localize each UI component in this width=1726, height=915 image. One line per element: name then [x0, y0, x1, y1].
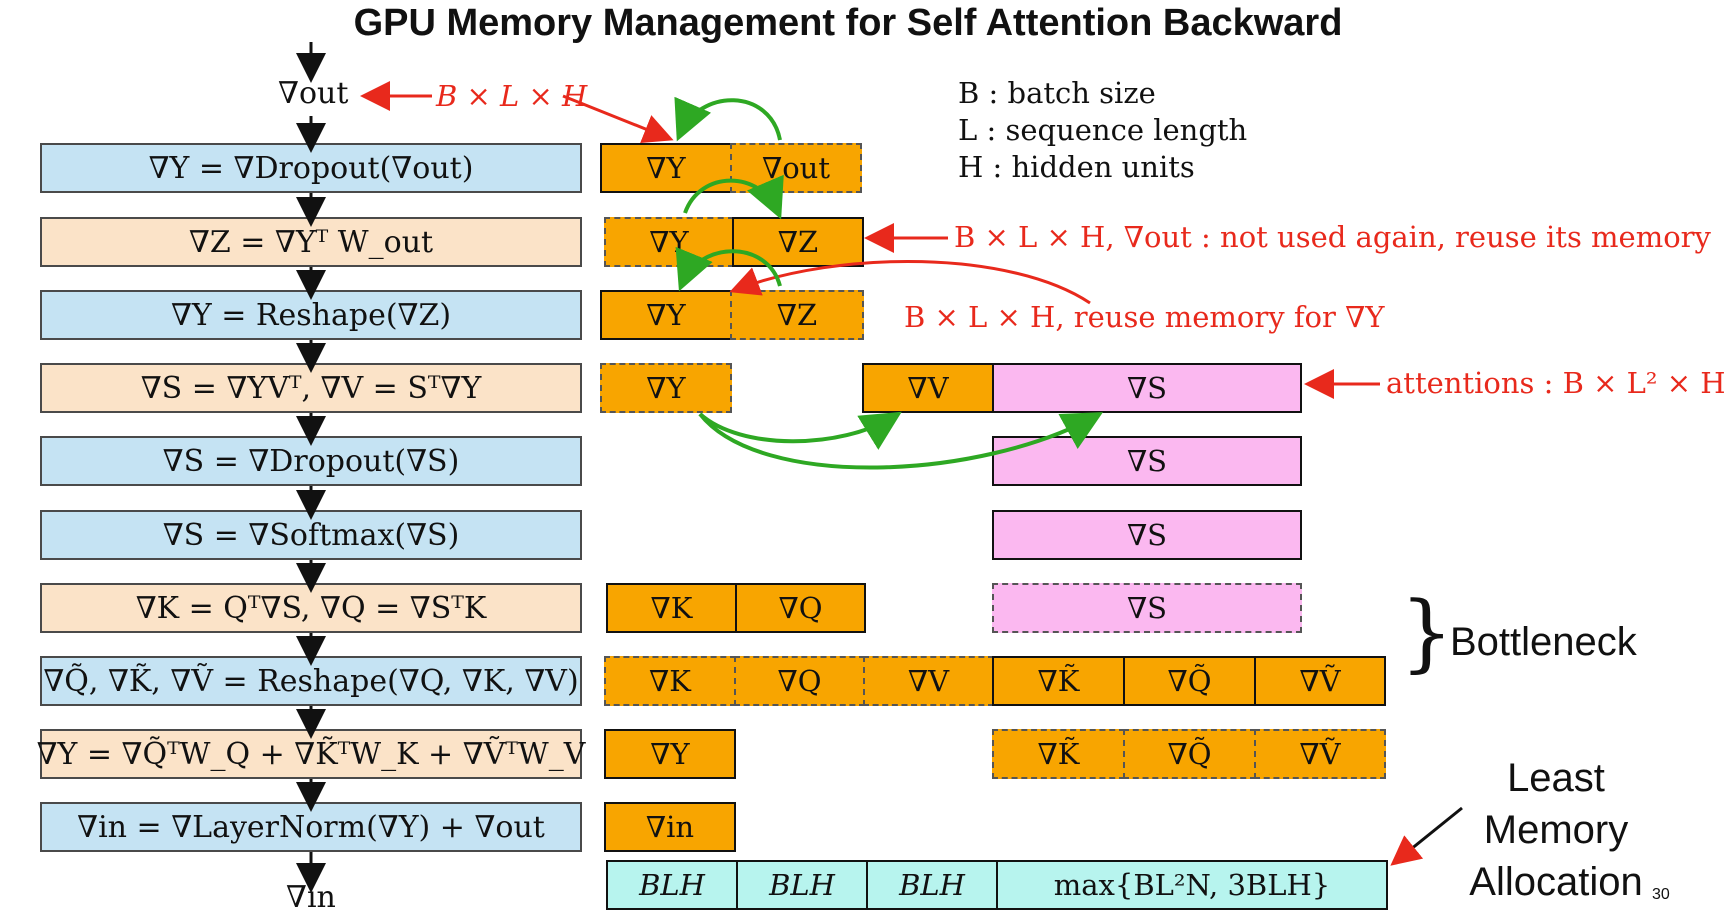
- mem-grad-k: ∇K: [604, 656, 736, 706]
- mem-grad-s: ∇S: [992, 583, 1302, 633]
- bottleneck-brace: }: [1400, 583, 1454, 681]
- least-memory-line-3: Allocation: [1469, 860, 1643, 904]
- mem-grad-k-tilde: ∇K̃: [992, 729, 1125, 779]
- diagram-title: GPU Memory Management for Self Attention…: [353, 2, 1343, 44]
- annotation-reuse-out: B × L × H, ∇out : not used again, reuse …: [954, 220, 1711, 254]
- green-arrow-y-to-v: [698, 411, 902, 450]
- annotation-attentions: attentions : B × L² × H: [1386, 366, 1726, 400]
- bottleneck-label: Bottleneck: [1450, 620, 1637, 664]
- mem-grad-z: ∇Z: [730, 290, 864, 340]
- mem-grad-v-tilde: ∇Ṽ: [1254, 729, 1386, 779]
- green-arrows: [674, 96, 1104, 470]
- mem-grad-q-tilde: ∇Q̃: [1123, 729, 1256, 779]
- mem-grad-y: ∇Y: [604, 729, 736, 779]
- alloc-max: max{BL²N, 3BLH}: [996, 860, 1388, 910]
- alloc-blh-3: BLH: [866, 860, 998, 910]
- mem-grad-in: ∇in: [604, 802, 736, 852]
- step-reshape-qkv: ∇Q̃, ∇K̃, ∇Ṽ = Reshape(∇Q, ∇K, ∇V): [40, 656, 582, 706]
- least-memory-line-1: Least: [1507, 756, 1605, 800]
- mem-grad-s: ∇S: [992, 363, 1302, 413]
- mem-grad-q: ∇Q: [735, 583, 866, 633]
- alloc-blh-1: BLH: [606, 860, 738, 910]
- mem-grad-s: ∇S: [992, 510, 1302, 560]
- page-number: 30: [1652, 886, 1670, 903]
- mem-grad-y: ∇Y: [600, 143, 732, 193]
- mem-grad-z: ∇Z: [732, 217, 864, 267]
- mem-grad-y: ∇Y: [600, 290, 732, 340]
- red-arrow-to-grad-y: [562, 94, 674, 144]
- legend-sequence-length: L : sequence length: [958, 113, 1248, 147]
- alloc-blh-2: BLH: [736, 860, 868, 910]
- legend-batch-size: B : batch size: [958, 76, 1156, 110]
- arrow-to-allocation: [1390, 806, 1463, 866]
- mem-grad-k-tilde: ∇K̃: [992, 656, 1125, 706]
- least-memory-allocation-label: Least Memory Allocation: [1446, 752, 1666, 908]
- mem-grad-y: ∇Y: [600, 363, 732, 413]
- red-arrows: [360, 81, 1463, 866]
- green-arrow-y-to-s: [698, 412, 1104, 470]
- mem-grad-v: ∇V: [863, 656, 994, 706]
- step-layernorm: ∇in = ∇LayerNorm(∇Y) + ∇out: [40, 802, 582, 852]
- mem-grad-q-tilde: ∇Q̃: [1123, 656, 1256, 706]
- annotation-reuse-y: B × L × H, reuse memory for ∇Y: [904, 300, 1385, 334]
- red-arrow-reuse-y: [729, 259, 1091, 305]
- mem-grad-v: ∇V: [862, 363, 994, 413]
- green-arrow-y-to-z: [683, 174, 784, 220]
- green-arrow-out-to-y: [674, 96, 782, 142]
- mem-grad-k: ∇K: [606, 583, 737, 633]
- legend-hidden-units: H : hidden units: [958, 150, 1195, 184]
- mem-grad-v-tilde: ∇Ṽ: [1254, 656, 1386, 706]
- least-memory-line-2: Memory: [1483, 808, 1629, 852]
- green-arrow-z-to-y: [675, 246, 782, 292]
- mem-grad-s: ∇S: [992, 436, 1302, 486]
- annotation-input-dims: B × L × H: [436, 79, 588, 113]
